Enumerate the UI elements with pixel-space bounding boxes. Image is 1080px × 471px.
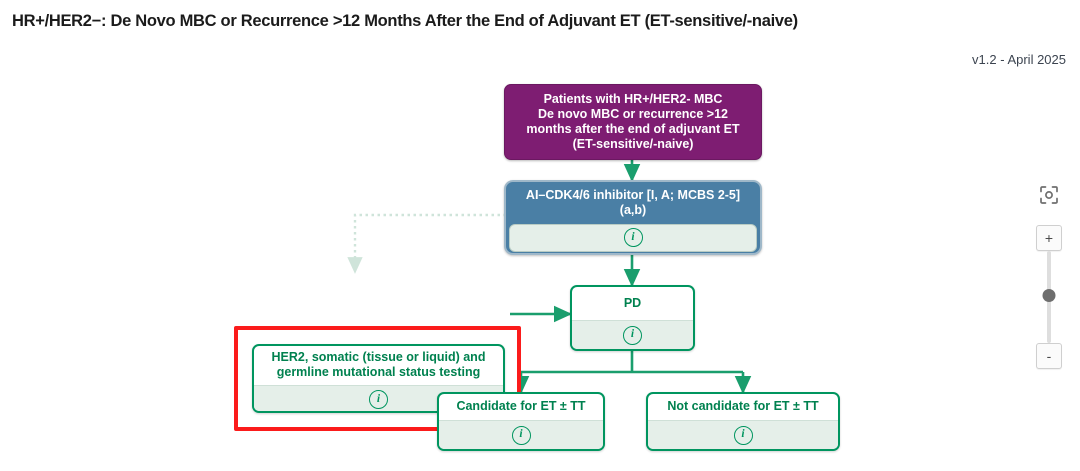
flowchart-canvas[interactable]: Patients with HR+/HER2- MBC De novo MBC … <box>0 72 1080 471</box>
node-pd[interactable]: PD i <box>570 285 695 351</box>
node-line: (a,b) <box>619 203 647 218</box>
node-candidate-for-et-tt[interactable]: Candidate for ET ± TT i <box>437 392 605 451</box>
info-icon[interactable]: i <box>733 425 753 445</box>
node-title: Candidate for ET ± TT <box>439 394 603 420</box>
viewport-controls[interactable]: + - <box>1032 182 1066 369</box>
info-icon[interactable]: i <box>623 325 642 345</box>
page-title: HR+/HER2−: De Novo MBC or Recurrence >12… <box>12 12 798 30</box>
node-ai-cdk46-inhibitor[interactable]: AI–CDK4/6 inhibitor [I, A; MCBS 2-5] (a,… <box>504 180 762 255</box>
node-patients-start[interactable]: Patients with HR+/HER2- MBC De novo MBC … <box>504 84 762 160</box>
focus-frame-glyph <box>1040 186 1058 204</box>
node-line: HER2, somatic (tissue or liquid) and <box>271 350 486 364</box>
info-icon[interactable]: i <box>511 425 531 445</box>
focus-frame-icon[interactable] <box>1036 182 1062 208</box>
node-line: PD <box>623 295 642 310</box>
node-info-panel[interactable]: i <box>648 420 838 449</box>
zoom-slider-thumb[interactable] <box>1042 289 1056 302</box>
node-not-candidate-for-et-tt[interactable]: Not candidate for ET ± TT i <box>646 392 840 451</box>
version-label: v1.2 - April 2025 <box>972 52 1066 67</box>
info-icon[interactable]: i <box>623 228 643 247</box>
node-line: months after the end of adjuvant ET <box>526 122 740 136</box>
zoom-in-button[interactable]: + <box>1036 225 1062 251</box>
zoom-slider-track[interactable] <box>1042 251 1056 343</box>
info-icon[interactable]: i <box>369 390 388 409</box>
node-title: AI–CDK4/6 inhibitor [I, A; MCBS 2-5] (a,… <box>509 185 757 224</box>
node-title: HER2, somatic (tissue or liquid) and ger… <box>254 346 503 385</box>
node-line: Candidate for ET ± TT <box>456 399 586 414</box>
node-title: PD <box>572 287 693 320</box>
node-line: AI–CDK4/6 inhibitor [I, A; MCBS 2-5] <box>525 188 741 202</box>
node-title: Not candidate for ET ± TT <box>648 394 838 420</box>
node-line: Patients with HR+/HER2- MBC <box>543 91 723 106</box>
node-info-panel[interactable]: i <box>439 420 603 449</box>
node-title: Patients with HR+/HER2- MBC De novo MBC … <box>505 85 761 159</box>
zoom-out-button[interactable]: - <box>1036 343 1062 369</box>
node-line: De novo MBC or recurrence >12 <box>538 106 728 121</box>
node-line: Not candidate for ET ± TT <box>667 399 819 414</box>
node-line: germline mutational status testing <box>276 365 481 380</box>
node-line: (ET-sensitive/-naive) <box>572 137 694 152</box>
node-info-panel[interactable]: i <box>572 320 693 349</box>
node-info-panel[interactable]: i <box>254 384 503 411</box>
node-info-panel[interactable]: i <box>509 223 757 252</box>
